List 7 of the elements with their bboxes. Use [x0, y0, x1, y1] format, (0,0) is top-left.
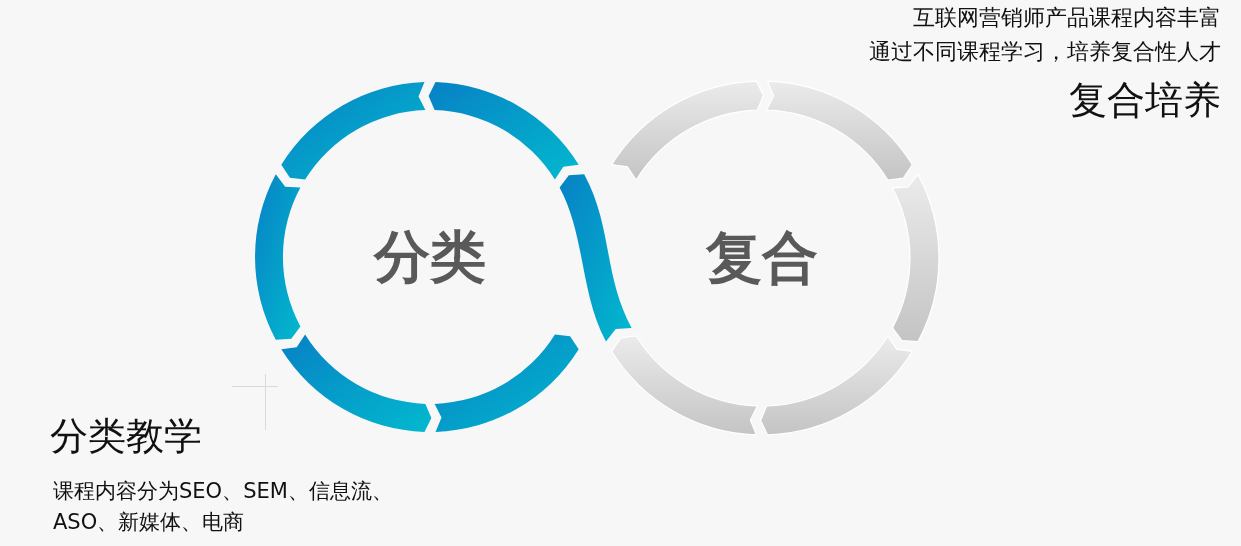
description-text: 通过不同课程学习，培养复合性人才 — [869, 38, 1221, 66]
ring-title: 复合 — [706, 225, 818, 291]
ring-title: 分类 — [374, 224, 486, 290]
description-text: 互联网营销师产品课程内容丰富 — [913, 4, 1221, 32]
section-heading: 分类教学 — [50, 413, 202, 459]
description-text: 课程内容分为SEO、SEM、信息流、ASO、新媒体、电商 — [53, 478, 394, 536]
section-heading: 复合培养 — [1069, 77, 1221, 123]
